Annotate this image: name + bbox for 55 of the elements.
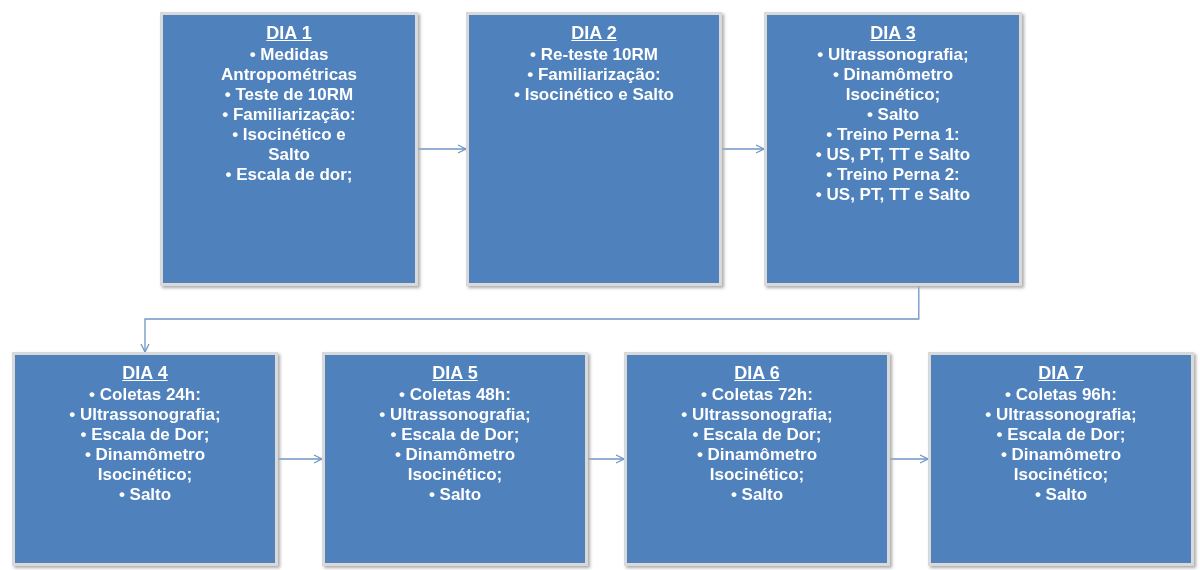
day-heading: DIA 3 — [869, 23, 917, 43]
bullet-item: • Salto — [865, 105, 921, 125]
bullet-item: • Escala de Dor; — [995, 425, 1127, 445]
bullet-item: • Familiarização: — [221, 105, 357, 125]
bullet-item: • Dinamômetro Isocinético; — [695, 445, 819, 485]
day-heading: DIA 6 — [733, 363, 781, 383]
bullet-item: • Salto — [1033, 485, 1089, 505]
bullet-item: • US, PT, TT e Salto — [814, 185, 972, 205]
bullet-item: • Escala de Dor; — [79, 425, 211, 445]
arrow — [889, 454, 929, 464]
bullet-item: • Dinamômetro Isocinético; — [83, 445, 207, 485]
process-box — [928, 352, 1194, 566]
bullet-item: • Dinamômetro Isocinético; — [999, 445, 1123, 485]
bullet-item: • Escala de dor; — [224, 165, 354, 185]
bullet-item: • Ultrassonografia; — [378, 405, 532, 425]
day-heading: DIA 2 — [570, 23, 618, 43]
process-box — [160, 12, 418, 286]
bullet-item: • Coletas 72h: — [700, 385, 814, 405]
arrow — [277, 454, 323, 464]
process-box — [624, 352, 890, 566]
day-heading: DIA 1 — [265, 23, 313, 43]
bullet-item: • Ultrassonografia; — [984, 405, 1138, 425]
bullet-item: • Coletas 96h: — [1004, 385, 1118, 405]
process-box — [322, 352, 588, 566]
process-box — [466, 12, 722, 286]
bullet-item: • Re-teste 10RM — [529, 45, 659, 65]
bullet-item: • Ultrassonografia; — [68, 405, 222, 425]
bullet-item: • Salto — [729, 485, 785, 505]
bullet-item: • Escala de Dor; — [691, 425, 823, 445]
bullet-item: • Salto — [117, 485, 173, 505]
bullet-item: • Treino Perna 2: — [825, 165, 961, 185]
bullet-item: • Dinamômetro Isocinético; — [393, 445, 517, 485]
bullet-item: • Isocinético e Salto — [231, 125, 347, 165]
arrow — [417, 144, 467, 154]
bullet-item: • Ultrassonografia; — [816, 45, 970, 65]
arrow — [587, 454, 625, 464]
bullet-item: • Salto — [427, 485, 483, 505]
bullet-item: • Dinamômetro Isocinético; — [831, 65, 955, 105]
process-box — [764, 12, 1022, 286]
bullet-item: • US, PT, TT e Salto — [814, 145, 972, 165]
bullet-item: • Isocinético e Salto — [513, 85, 675, 105]
process-box — [12, 352, 278, 566]
arrow — [721, 144, 765, 154]
bullet-item: • Teste de 10RM — [223, 85, 355, 105]
bullet-item: • Ultrassonografia; — [680, 405, 834, 425]
day-heading: DIA 5 — [431, 363, 479, 383]
arrow — [140, 285, 920, 353]
bullet-item: • Treino Perna 1: — [825, 125, 961, 145]
day-heading: DIA 4 — [121, 363, 169, 383]
bullet-item: • Escala de Dor; — [389, 425, 521, 445]
bullet-item: • Coletas 48h: — [398, 385, 512, 405]
bullet-item: • Coletas 24h: — [88, 385, 202, 405]
bullet-item: • Familiarização: — [526, 65, 662, 85]
bullet-item: • Medidas Antropométricas — [220, 45, 358, 85]
day-heading: DIA 7 — [1037, 363, 1085, 383]
